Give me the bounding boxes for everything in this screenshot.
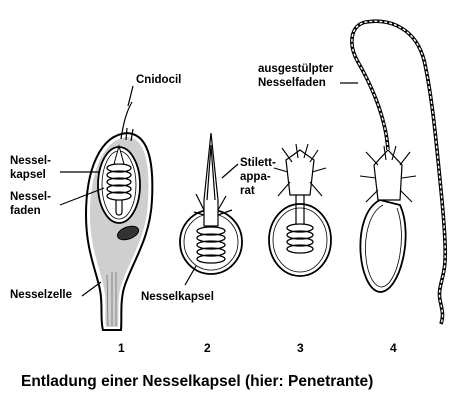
label-cnidocil: Cnidocil [136, 74, 181, 86]
capsule-4 [359, 199, 407, 293]
stylet-apparatus-2 [203, 132, 219, 227]
label-stilett-line2: appa- [240, 171, 271, 183]
cnidocil-hair [120, 101, 133, 140]
label-nesselfaden-line2: faden [10, 205, 41, 217]
label-ausgestuelpt-line1: ausgestülpter [258, 63, 334, 75]
label-stilett-line3: rat [240, 185, 255, 197]
stage-2-discharging [179, 132, 243, 275]
stage-3-everting [268, 143, 332, 277]
stage-number-3: 3 [297, 341, 304, 355]
stage-number-4: 4 [390, 341, 397, 355]
leader-lines [59, 82, 358, 297]
label-nesselfaden-line1: Nessel- [10, 191, 51, 203]
coiled-thread-3 [286, 223, 314, 254]
stage-number-2: 2 [204, 341, 211, 355]
cnidocyte-outline [84, 131, 154, 331]
label-nesselzelle: Nesselzelle [10, 289, 72, 301]
label-nesselkapsel-bottom: Nesselkapsel [141, 291, 214, 303]
nucleus [116, 225, 140, 241]
stylet-apparatus-4 [373, 149, 403, 201]
coiled-thread [106, 163, 132, 201]
stylet-apparatus-3 [285, 149, 315, 196]
everted-thread-fill [351, 20, 446, 325]
label-stilett-line1: Stilett- [240, 157, 276, 169]
stage-1-cnidocyte [84, 101, 154, 331]
stage-number-1: 1 [118, 341, 125, 355]
figure-caption: Entladung einer Nesselkapsel (hier: Pene… [21, 373, 373, 390]
capsule-3 [268, 203, 332, 277]
barbs-4 [359, 145, 417, 203]
label-ausgestuelpt-line2: Nesselfaden [258, 77, 326, 89]
coiled-thread-2 [196, 226, 226, 264]
stalk-striation [106, 272, 117, 327]
label-nesselkapsel-line1: Nessel- [10, 155, 51, 167]
label-nesselkapsel-line2: kapsel [10, 169, 46, 181]
stylet [113, 144, 125, 165]
barbs-3 [273, 143, 327, 197]
thread-base [115, 200, 123, 216]
stage-4-everted [350, 19, 448, 325]
